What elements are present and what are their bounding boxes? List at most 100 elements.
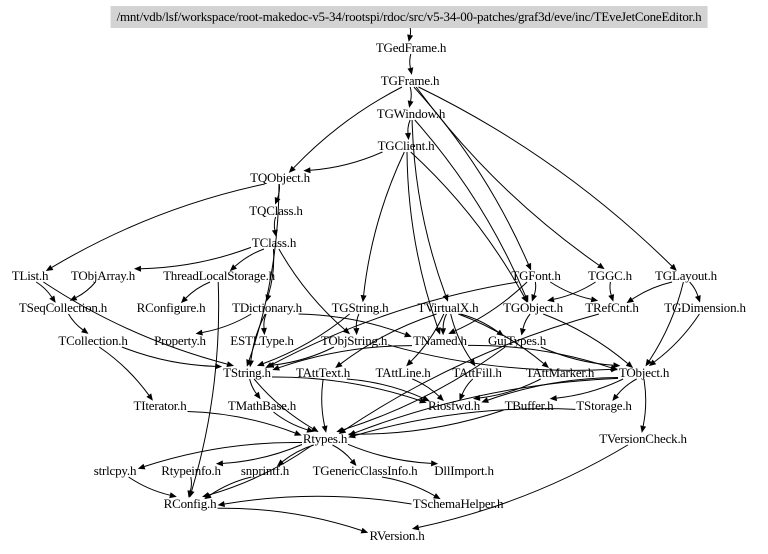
- arrowhead-GuiTypes-to-TObject: [613, 362, 621, 369]
- node-tggc[interactable]: TGGC.h: [588, 268, 632, 283]
- arrowhead-snprintf-to-RConfig: [204, 492, 212, 500]
- node-rtypes[interactable]: Rtypes.h: [302, 431, 348, 446]
- arrowhead-TGClient-to-TGString: [360, 294, 367, 303]
- arrowhead-TObject-to-TStorage: [612, 393, 619, 401]
- node-tattline[interactable]: TAttLine.h: [375, 365, 431, 380]
- edge-TGFrame-to-TGWindow: [409, 86, 412, 102]
- node-rconfig[interactable]: RConfig.h: [163, 496, 217, 511]
- node-strlcpy[interactable]: strlcpy.h: [93, 463, 137, 478]
- node-guitypes[interactable]: GuiTypes.h: [487, 333, 547, 348]
- edge-TGFont-to-TGObject: [533, 281, 537, 296]
- edge-TObject-to-TBuffer: [556, 378, 624, 399]
- arrowhead-TGFrame-to-TGGC: [597, 262, 605, 270]
- edge-TClass-to-ThreadLocalStorage: [234, 248, 265, 267]
- edge-TVirtualX-to-TAttLine: [410, 313, 445, 362]
- edge-TGClient-to-TNamed: [406, 151, 439, 329]
- arrowhead-TGedFrame-to-TGFrame: [407, 67, 414, 75]
- node-tschemahelper[interactable]: TSchemaHelper.h: [412, 496, 504, 511]
- arrowhead-TSchemaHelper-to-RConfig: [217, 501, 225, 507]
- node-tcollection[interactable]: TCollection.h: [58, 333, 128, 348]
- node-tversioncheck[interactable]: TVersionCheck.h: [599, 431, 687, 446]
- node-dllimport[interactable]: DllImport.h: [434, 463, 494, 478]
- node-tseqcollection[interactable]: TSeqCollection.h: [18, 300, 108, 315]
- edge-TGString-to-TString: [263, 313, 350, 364]
- node-tgframe[interactable]: TGFrame.h: [380, 73, 440, 88]
- arrowhead-TGLayout-to-TObject: [645, 358, 652, 367]
- arrowhead-TGFrame-to-TGWindow: [407, 100, 414, 108]
- arrowhead-TVersionCheck-to-RVersion: [411, 524, 420, 531]
- edge-TObject-to-TVersionCheck: [642, 378, 647, 427]
- arrowhead-TAttText-to-Riosfwd: [422, 395, 430, 402]
- node-rversion[interactable]: RVersion.h: [369, 528, 425, 543]
- edge-TVirtualX-to-TAttText: [340, 313, 437, 365]
- node-tobjarray[interactable]: TObjArray.h: [70, 268, 136, 283]
- node-tgfont[interactable]: TGFont.h: [511, 268, 561, 283]
- node-tclass[interactable]: TClass.h: [251, 235, 297, 250]
- node-estltype[interactable]: ESTLType.h: [230, 333, 294, 348]
- node-tattmarker[interactable]: TAttMarker.h: [525, 365, 595, 380]
- node-tgedframe[interactable]: TGedFrame.h: [375, 40, 447, 55]
- node-tmathbase[interactable]: TMathBase.h: [227, 398, 297, 413]
- edge-TGFont-to-TRefCnt: [550, 281, 592, 300]
- node-riosfwd[interactable]: Riosfwd.h: [427, 398, 481, 413]
- arrowhead-GuiTypes-to-Rtypes: [336, 427, 344, 433]
- node-trefcnt[interactable]: TRefCnt.h: [585, 300, 639, 315]
- node-snprintf[interactable]: snprintf.h: [240, 463, 290, 478]
- node-rconfigure[interactable]: RConfigure.h: [136, 300, 206, 315]
- edge-TAttText-to-Riosfwd: [346, 378, 424, 399]
- edge-TQClass-to-TClass: [273, 216, 277, 231]
- edge-TString-to-Riosfwd: [271, 376, 421, 402]
- node-tgclient[interactable]: TGClient.h: [377, 138, 435, 153]
- node-tnamed[interactable]: TNamed.h: [413, 333, 467, 348]
- edge-TVirtualX-to-TNamed: [442, 313, 447, 329]
- node-tglayout[interactable]: TGLayout.h: [655, 268, 717, 283]
- node-tbuffer[interactable]: TBuffer.h: [504, 398, 554, 413]
- arrowhead-TGLayout-to-TGDimension: [695, 295, 701, 303]
- edge-ThreadLocalStorage-to-RConfigure: [185, 281, 211, 299]
- node-tgenericclassinfo[interactable]: TGenericClassInfo.h: [312, 463, 418, 478]
- node-tobjstring[interactable]: TObjString.h: [320, 333, 388, 348]
- node-titerator[interactable]: TIterator.h: [133, 398, 187, 413]
- edge-TList-to-TSeqCollection: [35, 281, 53, 298]
- edge-TDictionary-to-Property: [202, 313, 252, 333]
- node-rtypeinfo[interactable]: Rtypeinfo.h: [161, 463, 221, 478]
- node-tgdimension[interactable]: TGDimension.h: [664, 300, 746, 315]
- arrowhead-TIterator-to-Rtypes: [294, 430, 302, 436]
- edge-TRefCnt-to-Rtypes: [344, 313, 600, 431]
- arrowhead-TGClient-to-TQObject: [303, 167, 311, 174]
- arrowhead-Rtypes-to-strlcpy: [137, 463, 146, 470]
- arrowhead-TQClass-to-TClass: [271, 229, 278, 237]
- node-tdictionary[interactable]: TDictionary.h: [232, 300, 302, 315]
- arrowhead-TGLayout-to-TRefCnt: [626, 296, 634, 304]
- node-tatttext[interactable]: TAttText.h: [295, 365, 351, 380]
- edge-TGLayout-to-TRefCnt: [632, 281, 673, 300]
- node-tstring[interactable]: TString.h: [223, 365, 271, 380]
- edge-TVirtualX-to-TAttMarker: [458, 313, 544, 364]
- root-file-node[interactable]: /mnt/vdb/lsf/workspace/root-makedoc-v5-3…: [110, 6, 708, 28]
- node-threadlocalstorage[interactable]: ThreadLocalStorage.h: [163, 268, 275, 283]
- node-tqobject[interactable]: TQObject.h: [250, 170, 310, 185]
- node-property[interactable]: Property.h: [154, 333, 206, 348]
- arrowhead-Rtypeinfo-to-RConfig: [187, 490, 194, 498]
- arrowhead-TGFont-to-TRefCnt: [590, 296, 599, 303]
- edge-Rtypes-to-Rtypeinfo: [222, 444, 303, 464]
- arrowhead-TMathBase-to-Rtypes: [306, 426, 314, 433]
- node-tstorage[interactable]: TStorage.h: [576, 398, 632, 413]
- node-tvirtualx[interactable]: TVirtualX.h: [417, 300, 479, 315]
- node-tqclass[interactable]: TQClass.h: [249, 203, 303, 218]
- arrowhead-TGObject-to-TObject: [625, 361, 634, 368]
- edge-TGFrame-to-TGGC: [415, 86, 600, 266]
- node-tattfill[interactable]: TAttFill.h: [452, 365, 502, 380]
- node-tgstring[interactable]: TGString.h: [331, 300, 389, 315]
- edge-TString-to-Rtypes: [253, 378, 313, 429]
- edge-TSchemaHelper-to-RConfig: [224, 495, 412, 505]
- edge-ThreadLocalStorage-to-RConfig: [191, 281, 220, 492]
- node-tobject[interactable]: TObject.h: [618, 365, 670, 380]
- node-tgwindow[interactable]: TGWindow.h: [376, 106, 446, 121]
- arrowhead-TVirtualX-to-TAttMarker: [541, 361, 549, 368]
- node-tlist[interactable]: TList.h: [11, 268, 49, 283]
- edge-TGObject-to-TObject: [543, 313, 629, 364]
- node-tgobject[interactable]: TGObject.h: [503, 300, 563, 315]
- arrowhead-TClass-to-TObjString: [342, 327, 350, 335]
